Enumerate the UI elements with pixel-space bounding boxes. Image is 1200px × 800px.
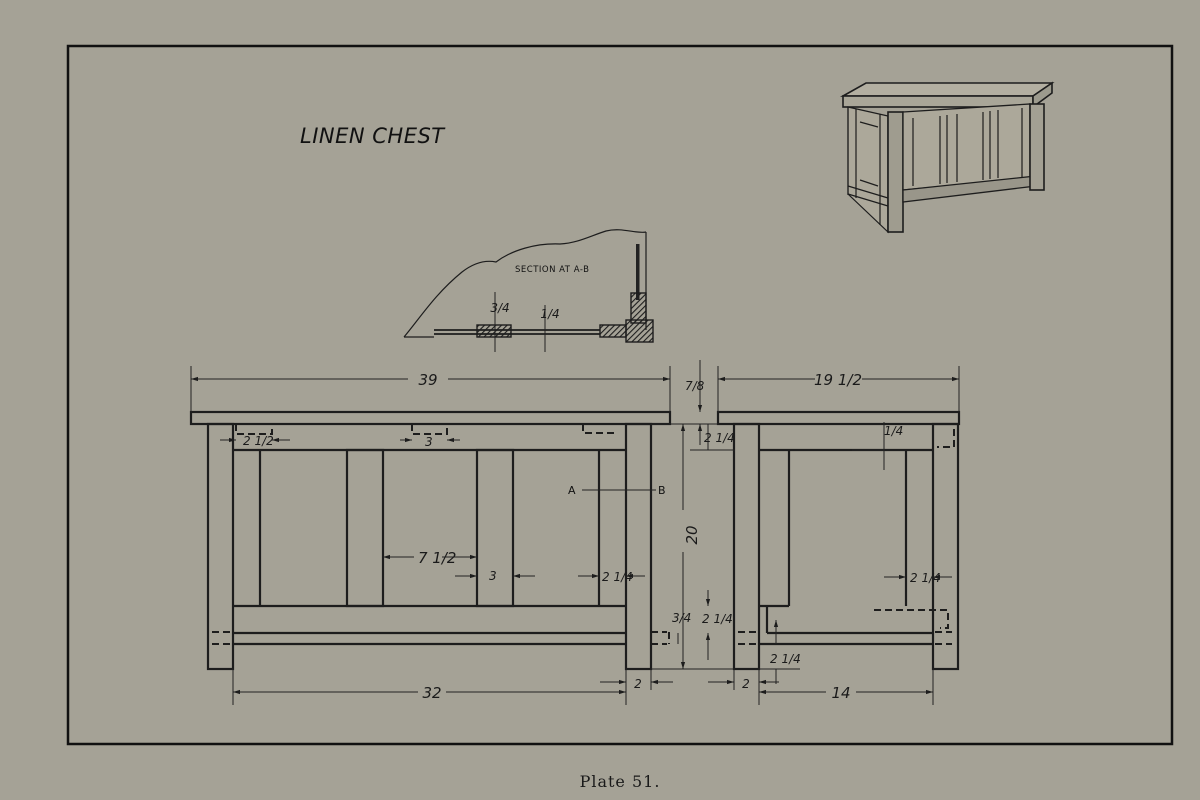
- section-mark-b: B: [658, 484, 666, 497]
- dim-leg-2-end: 2: [742, 677, 750, 691]
- dim-height-20: 20: [683, 525, 701, 544]
- dim-19-1-2: 19 1/2: [814, 371, 862, 389]
- dim-end-bottom-rail: 2 1/4: [770, 652, 801, 666]
- dim-inner-14: 14: [831, 684, 850, 702]
- front-view-dimensions: 2 1/2 3 7 1/2 3 2 1/4 A B 32 2: [220, 434, 673, 705]
- section-dim-right: 1/4: [540, 307, 559, 321]
- dim-39: 39: [418, 371, 437, 389]
- drawing-title: LINEN CHEST: [300, 124, 446, 148]
- dim-panel-inset-1-4: 1/4: [884, 424, 903, 438]
- dim-bottom-rail-thickness: 3/4: [672, 611, 691, 625]
- dim-bottom-rail: 2 1/4: [702, 612, 733, 626]
- dim-leg-2-front: 2: [634, 677, 642, 691]
- dim-post-2-1-4: 2 1/4: [602, 570, 633, 584]
- front-view: [189, 410, 672, 671]
- dim-overall-width: 39: [190, 366, 671, 412]
- section-a-b-detail: SECTION AT A-B 3/4 1/4: [403, 229, 654, 352]
- dim-top-rail: 2 1/4: [704, 431, 735, 445]
- section-dim-left: 3/4: [490, 301, 509, 315]
- plate-caption: Plate 51.: [580, 772, 661, 791]
- dim-2-1-2: 2 1/2: [243, 434, 274, 448]
- dim-stile-3: 3: [489, 569, 497, 583]
- dim-top-thickness: 7/8: [685, 379, 705, 393]
- section-label: SECTION AT A-B: [515, 265, 589, 275]
- dim-panel-7-1-2: 7 1/2: [418, 549, 456, 567]
- dim-rail-center-3: 3: [425, 435, 433, 449]
- end-view-dimensions: 1/4 2 1/4 2 1/4 2 14: [708, 422, 952, 705]
- dim-end-post-2-1-4: 2 1/4: [910, 571, 941, 585]
- section-mark-a: A: [568, 484, 576, 497]
- dim-overall-depth: 19 1/2: [717, 366, 960, 412]
- end-view: [716, 410, 961, 671]
- chest-perspective-sketch: [839, 81, 1055, 234]
- plate-border: [66, 44, 1174, 746]
- dim-inner-32: 32: [422, 684, 441, 702]
- height-dimensions: 7/8 2 1/4 20 3/4 2 1/4: [651, 360, 735, 670]
